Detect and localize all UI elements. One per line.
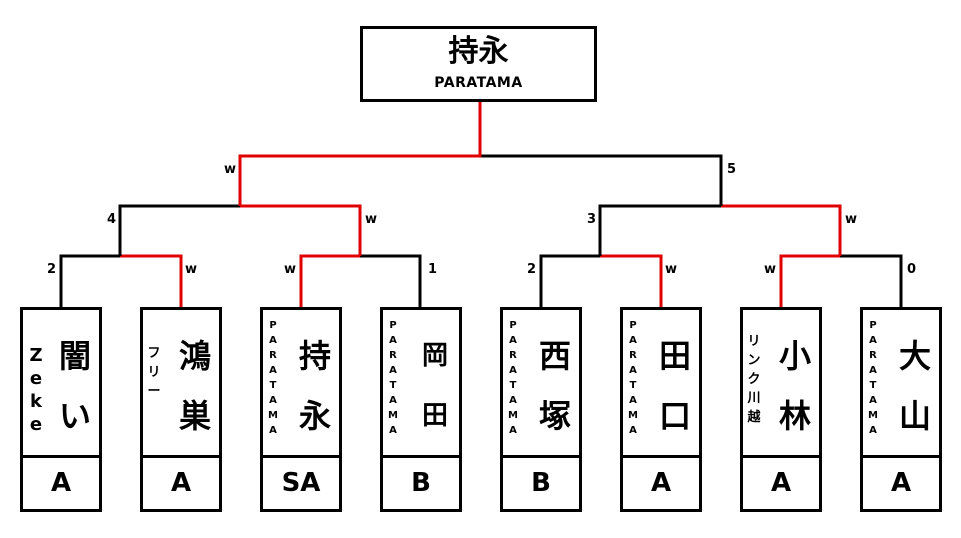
player-name: 小林 [778,337,811,435]
champion-box: 持永 PARATAMA [360,26,597,102]
player-name: 西塚 [538,337,571,435]
player-name: 田口 [658,337,691,435]
player-card: PARATAMA 大山 A [860,307,942,512]
player-card: PARATAMA 持永 SA [260,307,342,512]
player-name: 岡田 [421,341,448,431]
r1-win-line [299,254,360,307]
score-label: 1 [428,262,438,277]
score-label: w [845,212,858,227]
player-name: 闇い [58,337,91,435]
r1-win-line [120,254,183,307]
player-rank: A [143,455,219,509]
player-rank: A [23,455,99,509]
r2-line [598,204,721,256]
player-card: PARATAMA 西塚 B [500,307,582,512]
score-label: w [764,262,777,277]
r2-line [118,204,240,256]
player-rank: B [503,455,579,509]
player-team: PARATAMA [628,320,638,436]
champion-name: 持永 [448,34,509,69]
score-label: 4 [107,212,117,227]
player-team: リンク川越 [747,334,761,425]
player-card: フリー 鴻巣 A [140,307,222,512]
r1-line [840,254,903,307]
score-label: w [284,262,297,277]
score-label: w [665,262,678,277]
player-rank: A [743,455,819,509]
player-name: 鴻巣 [178,337,211,435]
r1-line [59,254,120,307]
score-label: w [185,262,198,277]
r1-win-line [600,254,663,307]
player-team: Zeke [29,345,43,435]
player-rank: A [863,455,939,509]
player-team: PARATAMA [388,320,398,436]
player-name: 大山 [898,337,931,435]
player-card: PARATAMA 田口 A [620,307,702,512]
r3-line [480,154,723,206]
player-card: リンク川越 小林 A [740,307,822,512]
r2-win-line [240,204,362,256]
player-team: PARATAMA [868,320,878,436]
player-team: PARATAMA [508,320,518,436]
r3-win-line [238,102,482,206]
r1-win-line [779,254,840,307]
player-rank: B [383,455,459,509]
score-label: 5 [727,162,737,177]
score-label: 2 [527,262,537,277]
r1-line [360,254,422,307]
player-team: PARATAMA [268,320,278,436]
player-rank: SA [263,455,339,509]
champion-team: PARATAMA [434,75,523,91]
score-label: 3 [587,212,597,227]
player-rank: A [623,455,699,509]
score-label: w [224,162,237,177]
r1-line [539,254,600,307]
player-name: 持永 [298,337,331,435]
score-label: 0 [907,262,917,277]
score-label: 2 [47,262,57,277]
player-team: フリー [147,346,161,399]
score-label: w [365,212,378,227]
r2-win-line [721,204,842,256]
player-card: PARATAMA 岡田 B [380,307,462,512]
player-card: Zeke 闇い A [20,307,102,512]
